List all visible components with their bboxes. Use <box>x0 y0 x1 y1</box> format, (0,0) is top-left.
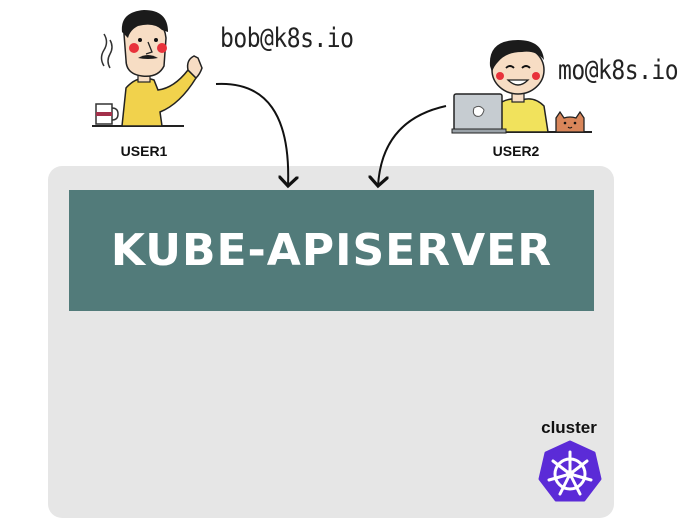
user2-arrow <box>378 105 447 186</box>
user1-email: bob@k8s.io <box>220 24 354 54</box>
kubernetes-logo-icon <box>538 440 602 502</box>
kube-apiserver-block: KUBE-APISERVER <box>69 190 594 311</box>
kube-apiserver-label: KUBE-APISERVER <box>110 225 553 276</box>
user2-label: USER2 <box>492 143 540 159</box>
user1-arrow <box>215 82 288 186</box>
user2-email: mo@k8s.io <box>558 56 679 86</box>
user2-illustration-icon <box>451 40 592 134</box>
cluster-label: cluster <box>541 418 597 437</box>
user1-label: USER1 <box>120 143 168 159</box>
user1-illustration-icon <box>92 10 203 127</box>
